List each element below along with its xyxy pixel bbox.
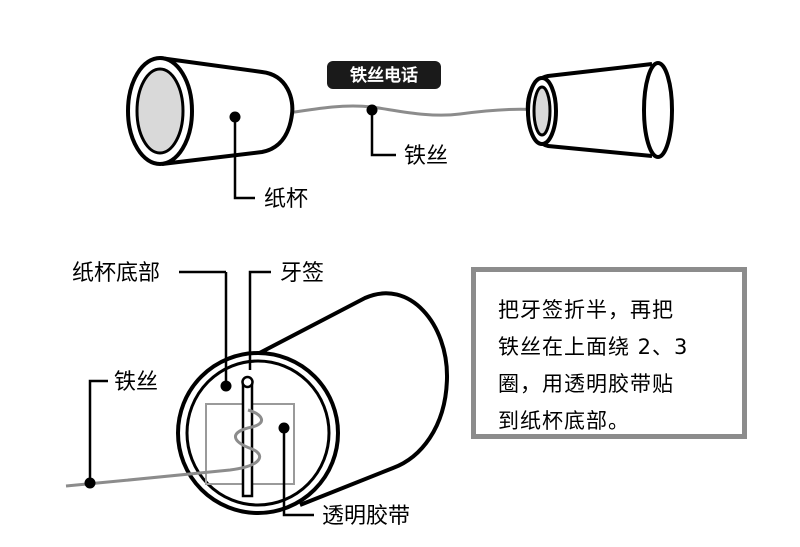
toothpick-callout: 牙签 (248, 261, 324, 370)
wire-top-callout: 铁丝 (366, 104, 448, 169)
top-wire (287, 104, 539, 117)
cup-callout: 纸杯 (229, 111, 308, 212)
instruction-text: 把牙签折半，再把 铁丝在上面绕 2、3 圈，用透明胶带贴 到纸杯底部。 (498, 298, 689, 433)
label-toothpick: 牙签 (280, 261, 324, 286)
left-cup (126, 56, 295, 166)
label-tape: 透明胶带 (322, 504, 410, 529)
label-wire-top: 铁丝 (404, 144, 448, 169)
label-wire-bottom: 铁丝 (114, 370, 158, 395)
label-cup-bottom: 纸杯底部 (72, 261, 160, 286)
wire-bottom-callout: 铁丝 (84, 370, 158, 489)
bottom-wire-coil (65, 408, 263, 488)
title: 铁丝电话 (350, 65, 418, 86)
tape-callout: 透明胶带 (278, 422, 410, 529)
label-cup: 纸杯 (264, 187, 308, 212)
instruction-box: 把牙签折半，再把 铁丝在上面绕 2、3 圈，用透明胶带贴 到纸杯底部。 (471, 267, 747, 439)
detail-cup (176, 291, 450, 515)
right-cup (525, 61, 674, 159)
cup-bottom-callout: 纸杯底部 (72, 261, 232, 392)
title-badge: 铁丝电话 (327, 61, 441, 89)
toothpick (241, 375, 254, 498)
